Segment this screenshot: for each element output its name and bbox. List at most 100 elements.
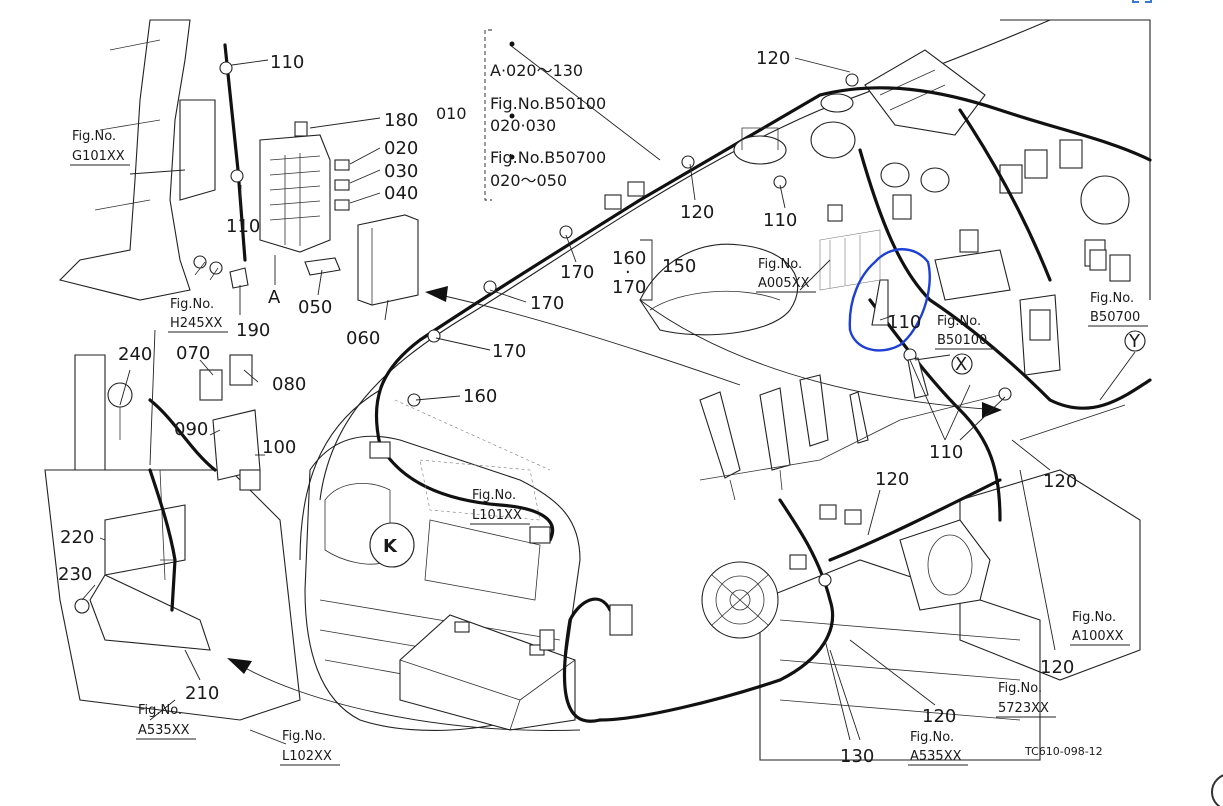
battery [399, 614, 576, 731]
part-230: 230 [58, 564, 92, 585]
expand-corner-icon[interactable] [1131, 0, 1153, 6]
ref-x-letter: X [955, 354, 967, 375]
group-bracket [484, 29, 515, 201]
group-note-line-4: Fig.No.B50700 [490, 148, 606, 167]
sensors [733, 93, 950, 444]
group-note-line-5: 020～050 [490, 171, 567, 190]
group-note-line-1: A·020～130 [490, 61, 583, 80]
fuse-box [259, 121, 331, 253]
ref-circle-x: X [951, 353, 973, 375]
fig-ref-code: B50100 [937, 333, 987, 348]
ground-terminals [193, 255, 249, 289]
subgroup-160: 160 [612, 248, 646, 269]
callout-arrow-060 [425, 286, 741, 386]
fig-ref-g101: Fig.No. G101XX [70, 129, 130, 166]
harness-wires [148, 43, 1152, 723]
part-030: 030 [384, 161, 418, 182]
fuses [334, 159, 350, 211]
part-210: 210 [185, 683, 219, 704]
ref-circle-y: Y [1124, 330, 1146, 352]
fig-ref-code: L102XX [282, 749, 332, 764]
fig-ref-h245: Fig.No. H245XX [168, 297, 228, 333]
fig-ref-label: Fig.No. [998, 681, 1042, 696]
fuse-box-cover [357, 214, 419, 306]
fig-ref-label: Fig.No. [910, 730, 954, 745]
part-170-a: 170 [560, 262, 594, 283]
part-190: 190 [236, 320, 270, 341]
part-040: 040 [384, 183, 418, 204]
part-120-low: 120 [1040, 657, 1074, 678]
fig-ref-label: Fig.No. [282, 729, 326, 744]
leader-lines [81, 44, 1136, 745]
part-180: 180 [384, 110, 418, 131]
fig-ref-label: Fig.No. [138, 703, 182, 718]
part-170-b: 170 [530, 293, 564, 314]
fuse-puller [304, 257, 341, 276]
relay-bracket-right [1019, 294, 1061, 376]
fig-ref-code: G101XX [72, 149, 125, 164]
fig-ref-label: Fig.No. [1090, 291, 1134, 306]
fig-ref-b50100: Fig.No. B50100 [935, 314, 997, 350]
part-110-left: 110 [226, 216, 260, 237]
harness-connectors [369, 181, 1107, 651]
fig-ref-code: 5723XX [998, 701, 1049, 716]
part-130: 130 [840, 746, 874, 767]
part-100: 100 [262, 437, 296, 458]
fig-ref-code: H245XX [170, 316, 222, 331]
part-120-mid: 120 [680, 202, 714, 223]
part-010: 010 [436, 104, 467, 123]
part-160: 160 [463, 386, 497, 407]
part-120-top: 120 [756, 48, 790, 69]
part-020: 020 [384, 138, 418, 159]
fig-ref-code: L101XX [472, 508, 522, 523]
fig-ref-a535-left: Fig.No. A535XX [136, 703, 196, 740]
part-120-right-1: 120 [875, 469, 909, 490]
part-170-c: 170 [492, 341, 526, 362]
part-070: 070 [176, 343, 210, 364]
group-note-line-2: Fig.No.B50100 [490, 94, 606, 113]
fig-ref-code: A535XX [138, 723, 190, 738]
subgroup-dot: · [625, 262, 631, 283]
glow-plug-lead [699, 394, 1001, 481]
fig-ref-b50700: Fig.No. B50700 [1088, 291, 1148, 327]
fig-ref-label: Fig.No. [170, 297, 214, 312]
fig-ref-label: Fig.No. [72, 129, 116, 144]
group-note-line-3: 020·030 [490, 116, 556, 135]
part-a: A [268, 287, 281, 308]
engine-block [759, 469, 1141, 761]
fig-ref-l102: Fig.No. L102XX [280, 729, 340, 766]
connector-cluster-right [999, 139, 1131, 282]
part-090: 090 [174, 419, 208, 440]
fig-ref-5723: Fig.No. 5723XX [996, 681, 1056, 718]
ref-y-letter: Y [1128, 331, 1141, 352]
part-050: 050 [298, 297, 332, 318]
part-110-right: 110 [929, 442, 963, 463]
part-080: 080 [272, 374, 306, 395]
subgroup-150: 150 [662, 256, 696, 277]
part-060: 060 [346, 328, 380, 349]
key-switch [107, 382, 133, 440]
injectors [699, 374, 829, 501]
fig-ref-code: A100XX [1072, 629, 1124, 644]
svg-text:K: K [383, 536, 398, 557]
fig-ref-a100: Fig.No. A100XX [1070, 610, 1130, 646]
part-110-highlighted: 110 [887, 312, 921, 333]
part-120-right-2: 120 [1043, 471, 1077, 492]
cropped-circle-icon [1211, 774, 1223, 806]
starter-motor [899, 519, 991, 611]
figure-code: TC610-098-12 [1024, 745, 1103, 758]
callout-arrow-210 [227, 658, 581, 731]
fig-ref-code: A005XX [758, 276, 810, 291]
bonnet-outline [299, 19, 1151, 561]
fig-ref-l101: Fig.No. L101XX [470, 488, 530, 525]
part-220: 220 [60, 527, 94, 548]
highlight-loop [848, 248, 931, 352]
fig-ref-label: Fig.No. [1072, 610, 1116, 625]
bracket-a005 [819, 229, 881, 291]
alternator [701, 561, 779, 639]
fig-ref-code: B50700 [1090, 310, 1140, 325]
part-240: 240 [118, 344, 152, 365]
part-110-top: 110 [270, 52, 304, 73]
fig-ref-code: A535XX [910, 749, 962, 764]
